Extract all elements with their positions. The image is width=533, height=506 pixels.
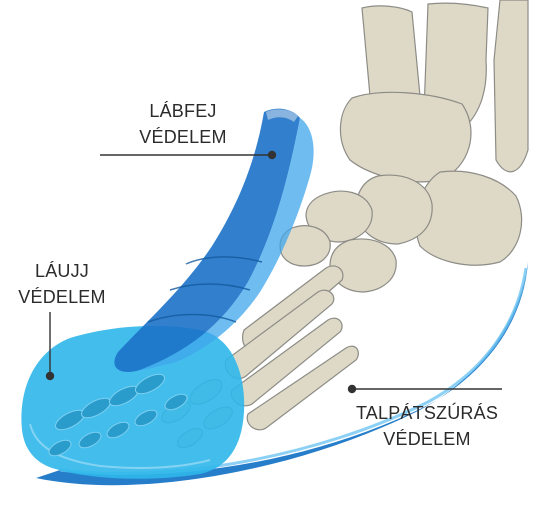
toe-protection-label: LÁUJJ VÉDELEM bbox=[12, 258, 112, 310]
instep-leader-dot bbox=[269, 152, 276, 159]
instep-label-line2: VÉDELEM bbox=[128, 124, 238, 150]
toe-label-line2: VÉDELEM bbox=[12, 284, 112, 310]
toe-leader-dot bbox=[47, 373, 54, 380]
instep-protection-label: LÁBFEJ VÉDELEM bbox=[128, 98, 238, 150]
sole-label-line1: TALPÁTSZÚRÁS bbox=[352, 400, 502, 426]
instep-label-line1: LÁBFEJ bbox=[128, 98, 238, 124]
sole-leader-dot bbox=[349, 386, 356, 393]
sole-label-line2: VÉDELEM bbox=[352, 426, 502, 452]
toe-label-line1: LÁUJJ bbox=[12, 258, 112, 284]
tarsal-bones bbox=[280, 92, 522, 292]
sole-protection-label: TALPÁTSZÚRÁS VÉDELEM bbox=[352, 400, 502, 452]
